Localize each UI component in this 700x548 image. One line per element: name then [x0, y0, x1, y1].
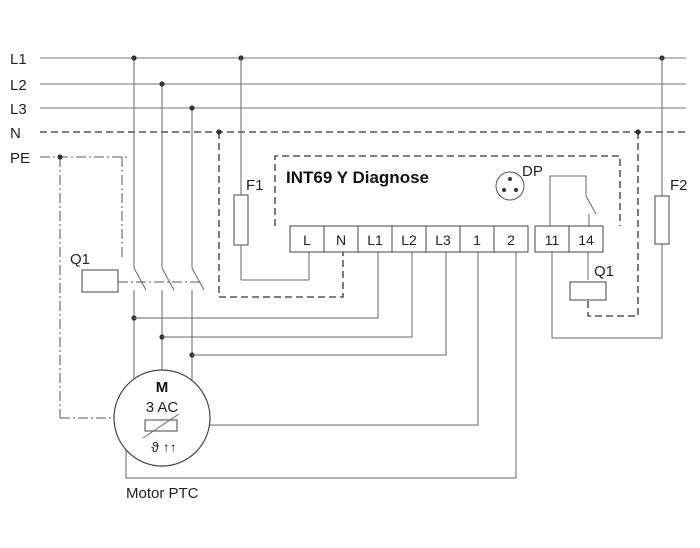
neutral-supply: [218, 132, 639, 317]
terminal-l3-label: L3: [435, 232, 451, 248]
terminal-1-label: 1: [473, 232, 481, 248]
terminal-n-label: N: [336, 232, 346, 248]
terminal-l1-label: L1: [367, 232, 383, 248]
motor-caption: Motor PTC: [126, 485, 199, 502]
bus-label-l3: L3: [10, 101, 27, 118]
q1-coil-label: Q1: [70, 251, 90, 268]
supply-buses: L1 L2 L3 N PE: [10, 51, 686, 167]
motor-circle: [113, 369, 211, 467]
terminal-14-label: 14: [578, 232, 594, 248]
bus-label-l1: L1: [10, 51, 27, 68]
motor: M 3 AC ϑ ↑↑ Motor PTC: [113, 369, 211, 502]
dp-label: DP: [522, 163, 543, 180]
terminal-strip: L N L1 L2 L3 1 2 11 14: [289, 225, 604, 253]
motor-letter: M: [156, 379, 169, 396]
terminal-11-label: 11: [545, 232, 560, 248]
fuse-f1: F1: [233, 58, 310, 281]
fuse-f2-label: F2: [670, 177, 688, 194]
bus-label-n: N: [10, 125, 21, 142]
bus-label-pe: PE: [10, 150, 30, 167]
bus-label-l2: L2: [10, 77, 27, 94]
dp-connector-icon: [495, 171, 525, 201]
sense-wires: [134, 252, 447, 356]
int69-module: INT69 Y Diagnose DP: [274, 155, 621, 226]
ptc-symbol: ϑ ↑↑: [151, 439, 177, 455]
q1-aux-label: Q1: [594, 263, 614, 280]
motor-feeders: [59, 58, 205, 419]
module-title: INT69 Y Diagnose: [286, 168, 429, 187]
fuse-f1-label: F1: [246, 177, 264, 194]
relay-output: Q1: [551, 58, 663, 339]
motor-rating: 3 AC: [146, 399, 179, 416]
fuse-f2: F2: [654, 177, 688, 245]
terminal-l2-label: L2: [401, 232, 417, 248]
terminal-2-label: 2: [507, 232, 515, 248]
q1-coil: Q1: [70, 251, 119, 293]
terminal-l-label: L: [303, 232, 311, 248]
